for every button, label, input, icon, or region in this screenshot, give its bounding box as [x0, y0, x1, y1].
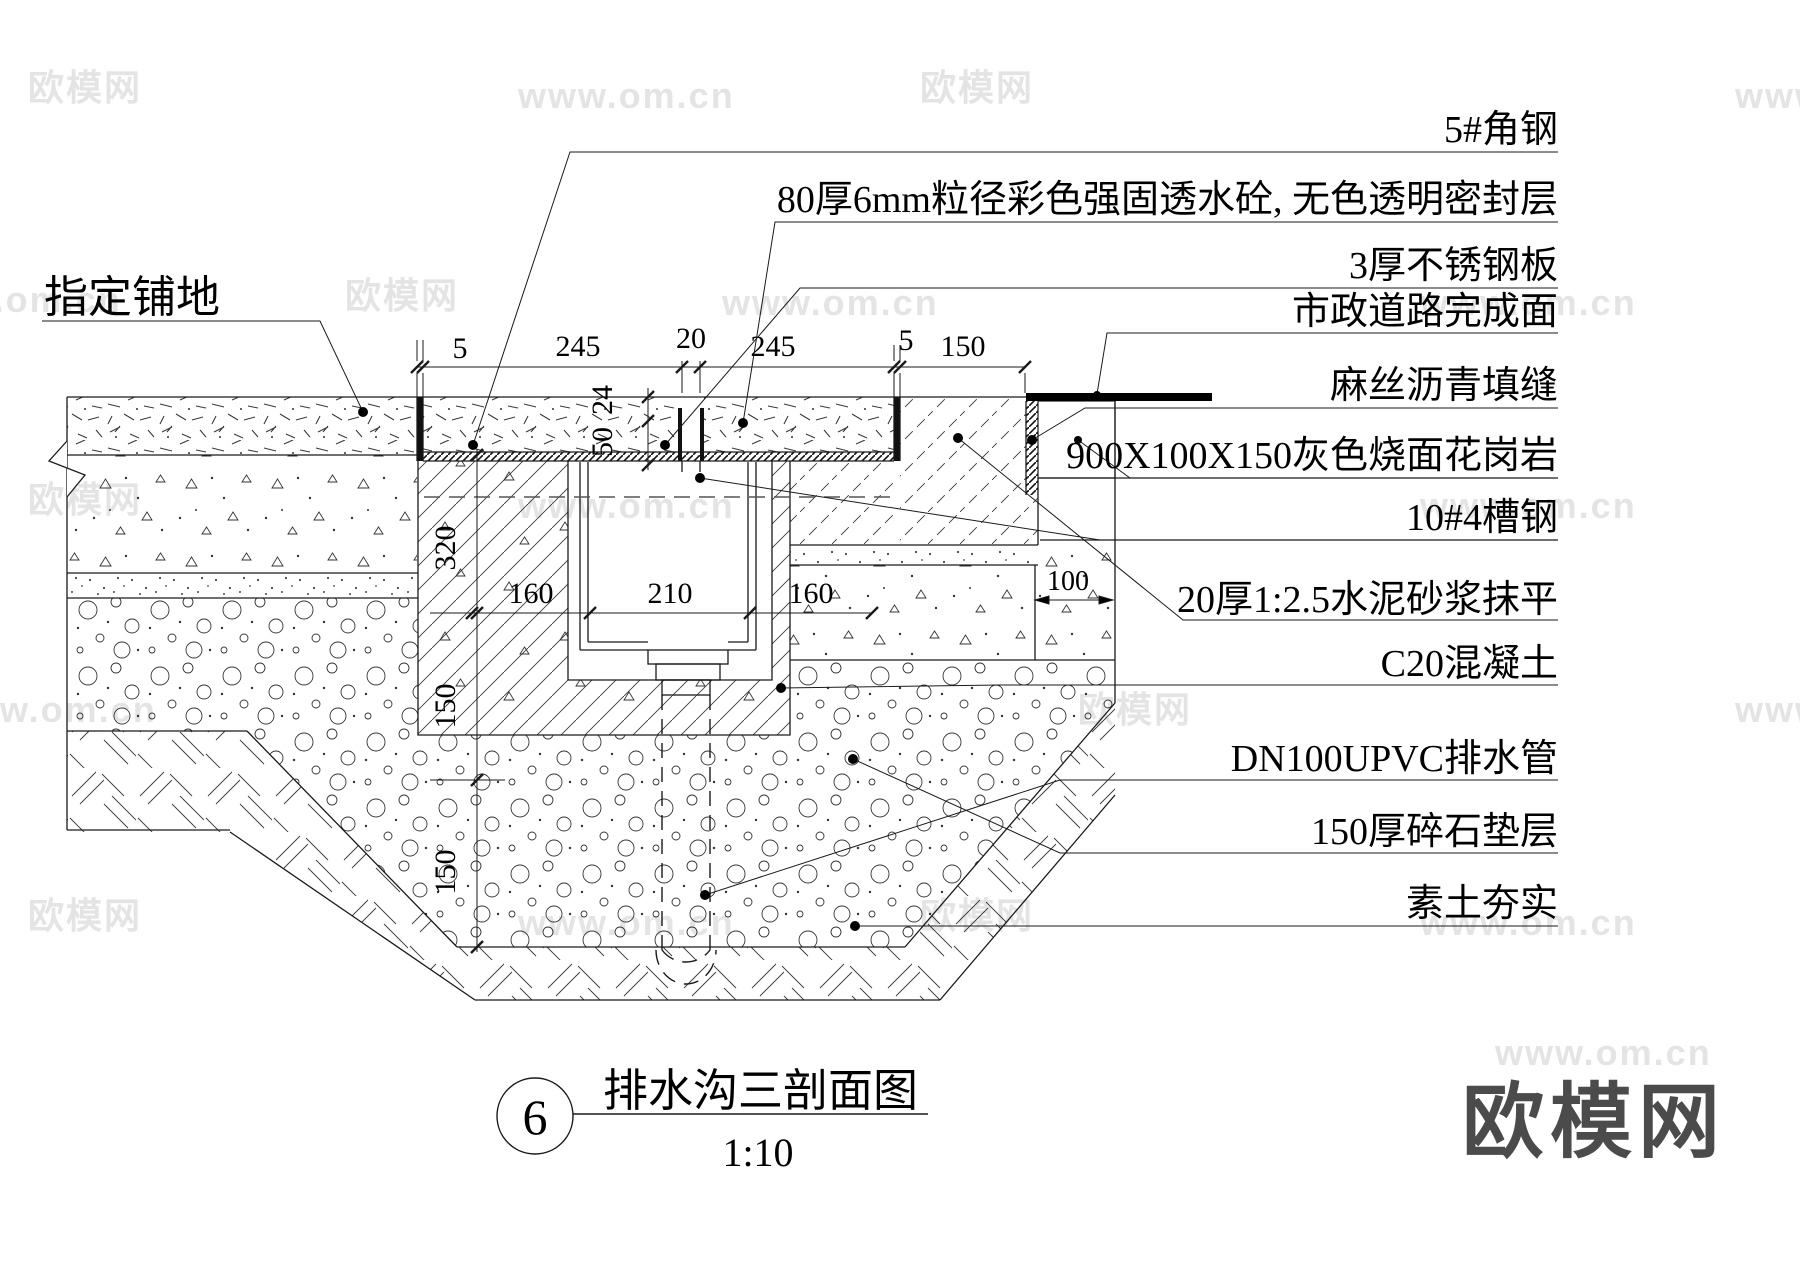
dim-160r: 160 [789, 577, 834, 610]
paving-left [67, 397, 417, 455]
asphalt-joint [1026, 401, 1038, 495]
soil-band [67, 703, 1115, 1000]
annotation-permeable-concrete: 80厚6mm粒径彩色强固透水砼, 无色透明密封层 [777, 179, 1558, 221]
watermark: www.om.cn [1419, 282, 1637, 323]
annotation-cement-mortar: 20厚1:2.5水泥砂浆抹平 [1177, 579, 1558, 621]
dim-150a: 150 [429, 684, 462, 729]
mortar-band-left [67, 573, 417, 598]
dim-top-5r: 5 [899, 324, 914, 357]
detail-number: 6 [523, 1089, 548, 1145]
mortar-band-right [790, 545, 1038, 565]
road-concrete-bed-sliver [1026, 495, 1038, 545]
watermark: www.om.cn [0, 279, 122, 320]
dim-top-245l: 245 [556, 330, 601, 363]
dimension-layer [410, 340, 1115, 954]
drain-pipe [655, 695, 717, 985]
site-logo: 欧模网 [1462, 1075, 1726, 1170]
watermark: www.om.cn [1419, 485, 1637, 526]
dim-150b: 150 [429, 850, 462, 895]
dim-top-5l: 5 [453, 332, 468, 365]
watermark: www.om.cn [1734, 689, 1800, 730]
dim-top-245r: 245 [751, 330, 796, 363]
dimension-texts: 5 245 20 245 5 150 24 50 320 150 150 160… [429, 322, 1089, 895]
watermark: www.om.cn [517, 75, 735, 116]
dim-top-150: 150 [941, 330, 986, 363]
grate-panel-b [704, 397, 894, 452]
annotation-asphalt-joint: 麻丝沥青填缝 [1330, 365, 1558, 407]
watermark: www.om.cn [721, 282, 939, 323]
grate-panel-a [423, 397, 678, 452]
drawing-title: 排水沟三剖面图 [603, 1066, 918, 1116]
annotation-c20-concrete: C20混凝土 [1381, 643, 1558, 685]
dim-320: 320 [429, 526, 462, 571]
road-concrete-bed-left [790, 461, 894, 545]
road-surface [1026, 393, 1212, 401]
section-hatches [67, 393, 1212, 1000]
sealant-joint-left [417, 397, 423, 461]
dim-24: 24 [586, 385, 619, 415]
watermark: 欧模网 [345, 275, 459, 316]
trench-concrete-speckle [418, 461, 790, 735]
detail-number-circle [496, 1077, 574, 1155]
watermark: www.om.cn [1419, 902, 1637, 943]
watermark: 欧模网 [28, 895, 142, 936]
annotation-upvc-pipe: DN100UPVC排水管 [1231, 738, 1558, 780]
slot-plate-left [678, 408, 682, 461]
annotation-channel-steel: 10#4槽钢 [1406, 497, 1558, 539]
steel-tray [423, 452, 894, 461]
annotation-gravel-cushion: 150厚碎石垫层 [1311, 811, 1558, 853]
dim-top-20: 20 [676, 322, 706, 355]
annotation-stainless-plate: 3厚不锈钢板 [1349, 245, 1558, 287]
watermark: 欧模网 [920, 67, 1034, 108]
annotation-compacted-soil: 素土夯实 [1406, 883, 1558, 925]
annotation-labels: 5#角钢 80厚6mm粒径彩色强固透水砼, 无色透明密封层 3厚不锈钢板 市政道… [44, 109, 1558, 925]
leader-lines [42, 151, 1558, 927]
dim-50: 50 [586, 427, 619, 457]
drawing-scale: 1:10 [722, 1130, 793, 1175]
annotation-specified-paving: 指定铺地 [44, 273, 220, 322]
dim-210: 210 [648, 577, 693, 610]
annotation-angle-steel: 5#角钢 [1444, 109, 1558, 151]
gravel-bed [67, 598, 1115, 947]
annotation-granite: 900X100X150灰色烧面花岗岩 [1066, 435, 1558, 477]
leader-dots [358, 391, 1101, 931]
concrete-layer-left [67, 455, 417, 573]
watermark: 欧模网 [28, 67, 142, 108]
annotation-road-surface: 市政道路完成面 [1292, 291, 1558, 333]
slot-plate-right [700, 408, 704, 461]
dim-160l: 160 [509, 577, 554, 610]
title-block: 6 排水沟三剖面图 1:10 [496, 1066, 928, 1175]
sealant-joint-right [894, 397, 900, 461]
road-concrete-bed [900, 397, 1026, 545]
break-symbol [47, 440, 87, 498]
watermark: www.om.cn [1494, 1032, 1712, 1073]
watermark: www.om.cn [1734, 75, 1800, 116]
dim-100: 100 [1047, 566, 1089, 597]
